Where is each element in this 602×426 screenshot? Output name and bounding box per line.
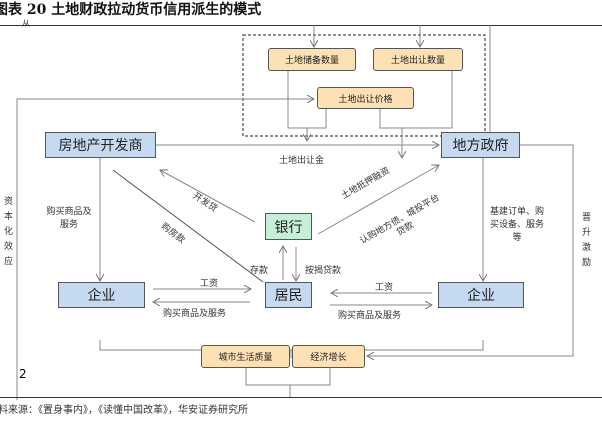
node-residents: 居民: [265, 282, 312, 308]
label-buy-goods-left: 购买商品及服务: [163, 309, 227, 319]
source-note: 资料来源：《置身事内》，《读懂中国改革》，华安证券研究所: [0, 405, 248, 416]
node-enterprise-left: 企业: [58, 282, 145, 308]
title-overlay: 从: [22, 19, 30, 28]
label-infra: 基建订单、购买设备、服务等: [489, 207, 544, 243]
node-growth: 经济增长: [292, 345, 365, 368]
label-capitalization: 资本化效应: [2, 196, 12, 271]
label-mortgage: 按揭贷款: [305, 266, 342, 276]
label-buy-goods-developer: 购买商品及服务: [46, 207, 92, 230]
node-land-transfer-qty: 土地出让数量: [373, 48, 463, 71]
label-promotion: 晋升激励: [580, 212, 590, 272]
page-marker: 2: [19, 367, 27, 381]
label-wage-left: 工资: [200, 279, 219, 289]
land-factor-group: [242, 34, 486, 137]
node-urban-quality: 城市生活质量: [201, 345, 290, 368]
label-land-fee: 土地出让金: [279, 156, 325, 166]
node-developer: 房地产开发商: [45, 132, 156, 158]
label-deposit: 存款: [250, 266, 269, 276]
node-enterprise-right: 企业: [438, 282, 524, 308]
node-local-gov: 地方政府: [441, 132, 520, 158]
figure-title: 图表 20 土地财政拉动货币信用派生的模式: [0, 2, 262, 18]
node-land-reserve: 土地储备数量: [268, 48, 356, 71]
label-buy-goods-right: 购买商品及服务: [338, 311, 402, 321]
node-bank: 银行: [265, 213, 312, 240]
label-wage-right: 工资: [375, 283, 394, 293]
node-land-price: 土地出让价格: [317, 87, 414, 109]
